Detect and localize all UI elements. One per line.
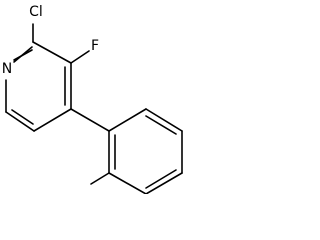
structure-diagram: N Cl F xyxy=(2,4,183,194)
bond-c4-aryl xyxy=(70,108,110,132)
bond-c4-c5 xyxy=(33,108,72,132)
bond-c2-n1-inner xyxy=(13,49,33,61)
bond-c5-c6 xyxy=(5,111,35,132)
bond-c5-c6-inner xyxy=(11,109,34,125)
bond-a2-a3 xyxy=(145,108,183,132)
bond-methyl xyxy=(90,172,110,185)
bond-a2-a3-inner xyxy=(145,115,177,135)
chlorine-label: Cl xyxy=(29,4,43,20)
fluorine-label: F xyxy=(91,38,99,54)
bond-a4-a5 xyxy=(145,172,183,194)
bond-c2-c3 xyxy=(32,41,72,64)
bond-a5-a6 xyxy=(108,172,147,194)
bond-a1-a2 xyxy=(108,108,147,132)
bond-c3-f xyxy=(70,50,90,64)
tolyl-ring xyxy=(108,108,183,194)
bond-a4-a5-inner xyxy=(145,169,177,189)
pyridine-ring xyxy=(5,41,72,132)
nitrogen-label: N xyxy=(2,61,12,77)
